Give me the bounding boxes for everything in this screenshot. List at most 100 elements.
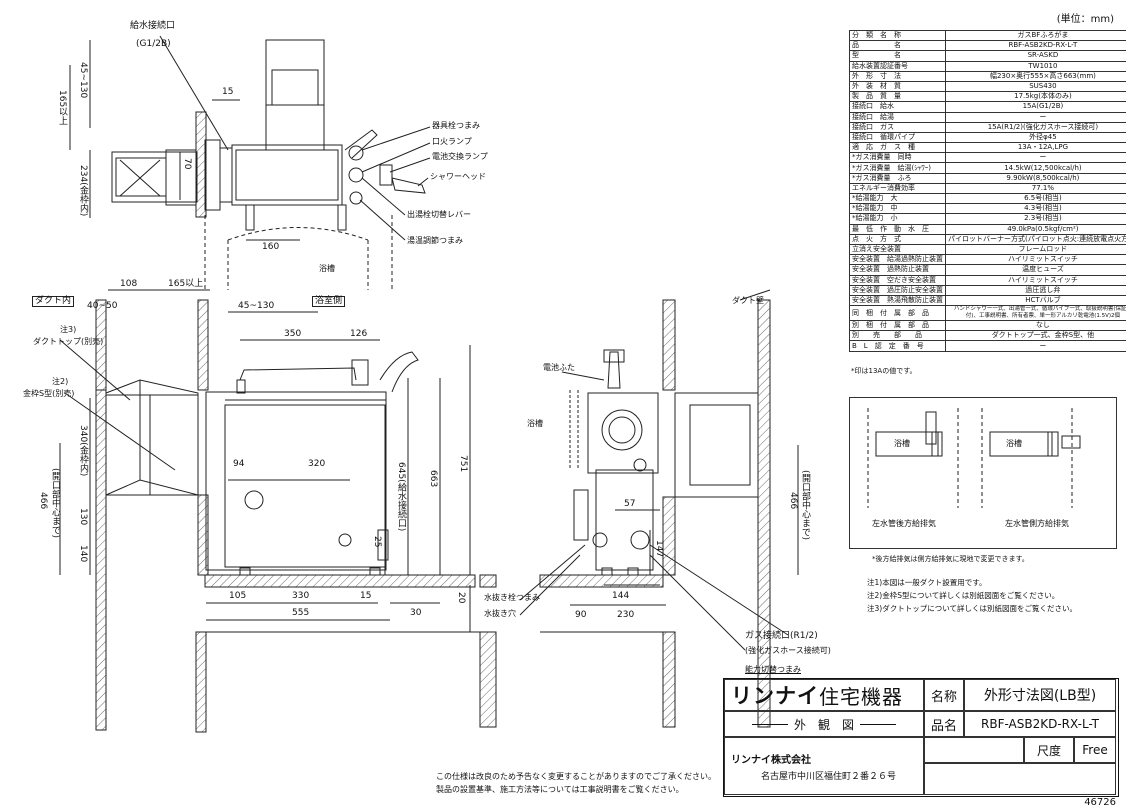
installation-figure-box — [849, 397, 1117, 549]
label-duct-inside: ダクト内 — [32, 296, 75, 307]
spec-value: 外径φ45 — [945, 131, 1126, 144]
brand-cell: リンナイ 住宅機器 — [724, 679, 924, 711]
dim-front-340: 340(金枠内) — [78, 425, 88, 477]
spec-key: *ガス消費量 ふろ — [849, 172, 946, 184]
dim-plan-15: 15 — [222, 87, 234, 97]
spec-key: 製 品 質 量 — [849, 91, 946, 103]
label-drain-hole: 水抜き穴 — [484, 609, 516, 618]
note-3: 注3)ダクトトップについて詳しくは別紙図面をご覧ください。 — [867, 604, 1077, 613]
document-number: 46726 — [1084, 797, 1116, 808]
label-battery-cover: 電池ふた — [543, 363, 575, 372]
spec-key: 点 火 方 式 — [849, 233, 946, 245]
spec-row: 同 梱 付 属 部 品ハンドシャワー一式、出湯管一式、循環パイプ一式、取扱説明書… — [849, 305, 1126, 322]
name-value: 外形寸法図(LB型) — [964, 679, 1116, 711]
dim-front-15: 15 — [360, 591, 372, 601]
spec-value: ー — [945, 152, 1126, 164]
spec-value: 15A(G1/2B) — [945, 101, 1126, 113]
label-temp-knob: 湯温調節つまみ — [407, 236, 463, 245]
scale-label: 尺度 — [1024, 737, 1074, 763]
spec-value: SUS430 — [945, 80, 1126, 93]
spec-row: 分 類 名 称ガスBFふろがま — [849, 29, 1126, 42]
dim-side-466-sub: (開口部中心まで) — [800, 470, 810, 541]
label-bathroom-side: 浴室側 — [312, 296, 346, 307]
spec-row: 安全装置 給湯過熱防止装置ハイリミットスイッチ — [849, 254, 1126, 266]
spec-key: 安全装置 過圧防止安全装置 — [849, 284, 946, 296]
spec-value: パイロットバーナー方式(パイロット点火:連続放電点火方式) — [945, 233, 1126, 245]
dim-front-108: 108 — [120, 279, 138, 289]
dim-front-751: 751 — [458, 455, 468, 473]
notes-list: 注1)本図は一般ダクト設置用です。 注2)金枠S型について詳しくは別紙図面をご覧… — [867, 576, 1077, 615]
label-lever-knob: 器具栓つまみ — [432, 121, 480, 130]
dim-side-57: 57 — [624, 499, 636, 509]
subtitle: 外 観 図 — [793, 717, 854, 732]
label-water-inlet-spec: (G1/2B) — [136, 39, 171, 49]
dim-side-90: 90 — [575, 610, 587, 620]
spec-key: 安全装置 過熱防止装置 — [849, 264, 946, 276]
dim-side-147: 147 — [654, 540, 664, 558]
spec-key: *ガス消費量 給湯(ｼｬﾜｰ) — [849, 162, 946, 174]
spec-key: 接続口 ガス — [849, 121, 946, 133]
spec-row: 別 梱 付 属 部 品なし — [849, 320, 1126, 332]
note-1: 注1)本図は一般ダクト設置用です。 — [867, 578, 987, 587]
spec-value: 6.5号(相当) — [945, 192, 1126, 205]
spec-key: 外 装 材 質 — [849, 80, 946, 93]
label-note2: 注2) — [52, 377, 69, 386]
spec-value: RBF-ASB2KD-RX-L-T — [945, 40, 1126, 52]
figure-note: *後方給排気は側方給排気に現地で変更できます。 — [872, 555, 1029, 563]
dim-plan-160: 160 — [262, 242, 280, 252]
spec-value: 過圧逃し弁 — [945, 284, 1126, 296]
label-capacity-knob: 能力切替つまみ — [745, 665, 801, 674]
spec-row: 安全装置 空だき安全装置ハイリミットスイッチ — [849, 274, 1126, 286]
dim-front-330: 330 — [292, 591, 310, 601]
company-address: 名古屋市中川区福住町２番２６号 — [761, 771, 897, 782]
brand-name-rest: 住宅機器 — [819, 684, 903, 709]
product-value: RBF-ASB2KD-RX-L-T — [964, 711, 1116, 737]
dim-front-555: 555 — [292, 608, 310, 618]
label-bath-plan: 浴槽 — [319, 264, 335, 273]
spec-row: B L 認 定 番 号ー — [849, 340, 1126, 352]
dim-plan-45-130: 45~130 — [78, 62, 88, 99]
spec-key: 接続口 給水 — [849, 101, 946, 113]
spec-value: ダクトトップ一式、金枠S型、他 — [945, 330, 1126, 342]
dim-front-645: 645(給水接続口) — [396, 462, 406, 532]
label-water-inlet: 給水接続口 — [130, 21, 176, 31]
spec-row: 外 形 寸 法幅230×奥行555×高さ663(mm) — [849, 70, 1126, 82]
spec-key: 接続口 給湯 — [849, 111, 946, 123]
spec-key: 同 梱 付 属 部 品 — [849, 305, 946, 322]
dim-front-466: 466 — [38, 492, 48, 510]
dim-front-105: 105 — [229, 591, 247, 601]
spec-value: 4.3号(相当) — [945, 203, 1126, 215]
spec-row: 安全装置 過圧防止安全装置過圧逃し弁 — [849, 284, 1126, 296]
dim-front-25: 25 — [372, 536, 382, 548]
spec-key: 別 売 部 品 — [849, 330, 946, 342]
company-name: リンナイ株式会社 — [731, 754, 811, 766]
dim-front-320: 320 — [308, 459, 326, 469]
label-duct-top: ダクトトップ(別売) — [33, 337, 104, 346]
label-outlet-lever: 出湯栓切替レバー — [407, 210, 471, 219]
label-pilot-lamp: 口火ランプ — [432, 137, 472, 146]
unit-label: (単位：mm) — [1056, 14, 1114, 25]
footer-line-1: この仕様は改良のため予告なく変更することがありますのでご了承ください。 — [436, 772, 716, 781]
brand-name-bold: リンナイ — [731, 684, 819, 708]
dim-side-230: 230 — [617, 610, 635, 620]
label-figure-bath-right: 浴槽 — [1006, 439, 1022, 448]
dim-side-466: 466 — [788, 492, 798, 510]
scale-value: Free — [1074, 737, 1116, 763]
dim-front-663: 663 — [428, 470, 438, 488]
installation-figures — [867, 408, 1081, 508]
spec-key: 別 梱 付 属 部 品 — [849, 320, 946, 332]
spec-row: 立消え安全装置フレームロッド — [849, 243, 1126, 256]
spec-value: ー — [945, 340, 1126, 352]
spec-value: 17.5kg(本体のみ) — [945, 91, 1126, 103]
spec-value: HCTバルブ — [945, 294, 1126, 307]
product-label: 品名 — [924, 711, 964, 737]
